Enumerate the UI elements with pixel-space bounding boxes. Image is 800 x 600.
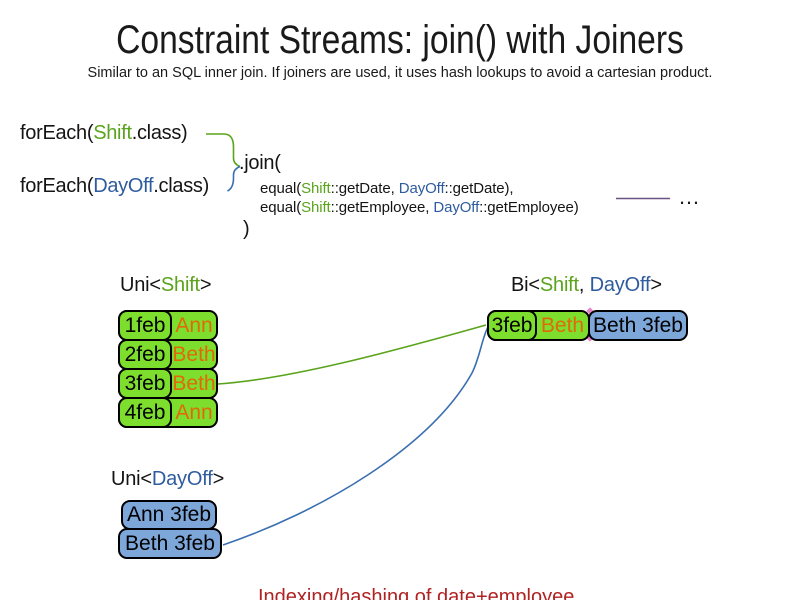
label-text: Uni< <box>111 468 152 490</box>
page-title: Constraint Streams: join() with Joiners <box>116 18 684 62</box>
code-text: .class) <box>153 175 209 197</box>
employee-cell: Beth <box>172 342 216 366</box>
employee-cell: Ann <box>175 400 213 424</box>
indexing-note: Indexing/hashing of date+employee to sca… <box>258 527 589 600</box>
label-text: > <box>212 468 225 490</box>
label-text: > <box>199 274 212 296</box>
shift-class-token: Shift <box>301 199 331 216</box>
shift-to-bi-line <box>217 324 487 385</box>
date-cell: 1feb <box>118 310 172 341</box>
bi-row: 3feb Beth Beth 3feb <box>487 310 688 341</box>
date-cell: 4feb <box>118 397 172 428</box>
dayoff-class-token: DayOff <box>433 199 480 216</box>
bi-label: Bi<Shift, DayOff> <box>511 274 662 297</box>
date-cell: 3feb <box>118 368 172 399</box>
code-joiner-employee: equal(Shift::getEmployee, DayOff::getEmp… <box>260 199 579 216</box>
date-cell: 2feb <box>118 339 172 370</box>
uni-dayoff-label: Uni<DayOff> <box>111 468 224 491</box>
shift-row-1feb-ann: 1feb Ann <box>118 310 218 341</box>
employee-cell: Beth <box>540 313 585 337</box>
date-cell: 3feb <box>487 310 537 341</box>
code-text: ::getDate), <box>444 180 514 197</box>
code-text: forEach( <box>20 122 94 144</box>
dayoff-row-ann-3feb: Ann 3feb <box>121 500 217 530</box>
shift-class-token: Shift <box>539 274 579 296</box>
shift-row-4feb-ann: 4feb Ann <box>118 397 218 428</box>
shift-class-token: Shift <box>160 274 200 296</box>
label-text: Bi< <box>511 274 540 296</box>
code-text: forEach( <box>20 175 94 197</box>
more-joiners-ellipsis: … <box>678 184 701 209</box>
shift-row-2feb-beth: 2feb Beth <box>118 339 218 370</box>
dayoff-to-bi-line <box>222 326 489 546</box>
code-text: equal( <box>260 180 302 197</box>
bi-shift-part: 3feb Beth <box>487 310 590 341</box>
shift-row-3feb-beth: 3feb Beth <box>118 368 218 399</box>
dayoff-class-token: DayOff <box>398 180 445 197</box>
code-join-open: .join( <box>239 152 281 174</box>
bi-dayoff-part: Beth 3feb <box>588 310 688 341</box>
dayoff-class-token: DayOff <box>151 468 213 490</box>
dayoff-class-token: DayOff <box>93 175 154 197</box>
dayoff-row-beth-3feb: Beth 3feb <box>118 528 222 559</box>
shift-class-token: Shift <box>301 180 331 197</box>
label-text: Uni< <box>120 274 161 296</box>
uni-shift-label: Uni<Shift> <box>120 274 212 297</box>
indexing-note-line1: Indexing/hashing of date+employee <box>258 586 575 600</box>
employee-cell: Ann <box>175 313 213 337</box>
label-text: > <box>650 274 662 296</box>
brace-connector-shift <box>206 133 241 168</box>
employee-cell: Beth <box>172 371 216 395</box>
subtitle: Similar to an SQL inner join. If joiners… <box>87 65 713 81</box>
code-join-close: ) <box>243 218 250 240</box>
dayoff-class-token: DayOff <box>589 274 651 296</box>
code-foreach-dayoff: forEach(DayOff.class) <box>20 175 209 198</box>
code-foreach-shift: forEach(Shift.class) <box>20 122 188 145</box>
code-text: equal( <box>260 199 302 216</box>
code-text: ::getEmployee) <box>479 199 579 216</box>
code-text: ::getDate, <box>330 180 399 197</box>
code-text: .class) <box>131 122 188 144</box>
code-joiner-date: equal(Shift::getDate, DayOff::getDate), <box>260 180 514 197</box>
label-text: , <box>578 274 590 296</box>
shift-class-token: Shift <box>93 122 132 144</box>
code-text: ::getEmployee, <box>330 199 434 216</box>
